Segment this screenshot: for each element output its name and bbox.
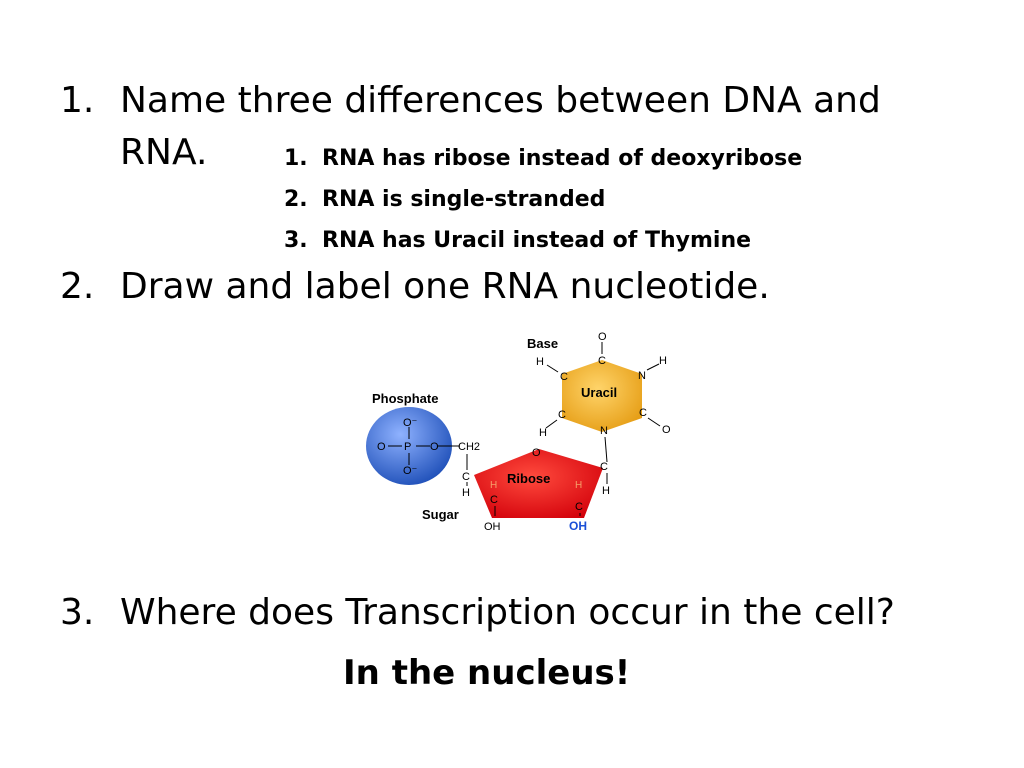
question-1-text: Name three differences between DNA and — [120, 80, 881, 121]
phosphate-label: Phosphate — [372, 391, 438, 406]
atom-h: H — [490, 480, 497, 491]
atom-o: O — [532, 447, 541, 459]
atom-o: O — [430, 441, 439, 453]
atom-c: C — [575, 501, 583, 513]
question-3-number: 3. — [60, 592, 95, 633]
base-label: Base — [527, 336, 558, 351]
atom-o: O — [377, 441, 386, 453]
atom-c: C — [490, 494, 498, 506]
sugar-label: Sugar — [422, 507, 459, 522]
atom-c: C — [560, 371, 568, 383]
question-1-text-continued: RNA. — [120, 132, 208, 173]
atom-c: C — [558, 409, 566, 421]
atom-h: H — [462, 487, 470, 499]
ribose-label: Ribose — [507, 471, 550, 486]
answer-number: 3. — [284, 228, 308, 253]
atom-h: H — [536, 356, 544, 368]
atom-ch2: CH2 — [458, 441, 480, 453]
atom-o: O⁻ — [403, 465, 418, 477]
rna-nucleotide-diagram: Phosphate O⁻ P O O O⁻ CH2 C H Ribose O C… — [366, 331, 671, 533]
atom-c: C — [639, 407, 647, 419]
atom-h: H — [602, 485, 610, 497]
atom-o: O — [662, 424, 671, 436]
atom-h: H — [539, 427, 547, 439]
question-1-number: 1. — [60, 80, 95, 121]
atom-o: O — [598, 331, 607, 343]
q3-answer: In the nucleus! — [343, 653, 631, 693]
atom-oh: OH — [484, 521, 501, 533]
ribose-sugar — [474, 449, 603, 518]
phosphate-group — [366, 407, 452, 485]
answer-number: 1. — [284, 146, 308, 171]
atom-c: C — [462, 471, 470, 483]
uracil-base — [562, 360, 642, 432]
atom-h: H — [659, 355, 667, 367]
atom-o: O⁻ — [403, 417, 418, 429]
uracil-label: Uracil — [581, 385, 617, 400]
atom-oh-2prime: OH — [569, 519, 587, 533]
question-2-text: Draw and label one RNA nucleotide. — [120, 266, 770, 307]
answer-text: RNA has Uracil instead of Thymine — [322, 228, 752, 253]
atom-n: N — [638, 370, 646, 382]
atom-c: C — [600, 461, 608, 473]
answer-text: RNA has ribose instead of deoxyribose — [322, 146, 803, 171]
question-3-text: Where does Transcription occur in the ce… — [120, 592, 895, 633]
atom-p: P — [404, 441, 411, 453]
atom-c: C — [598, 355, 606, 367]
answer-text: RNA is single-stranded — [322, 187, 606, 212]
answer-number: 2. — [284, 187, 308, 212]
question-2-number: 2. — [60, 266, 95, 307]
atom-h: H — [575, 480, 582, 491]
atom-n: N — [600, 425, 608, 437]
